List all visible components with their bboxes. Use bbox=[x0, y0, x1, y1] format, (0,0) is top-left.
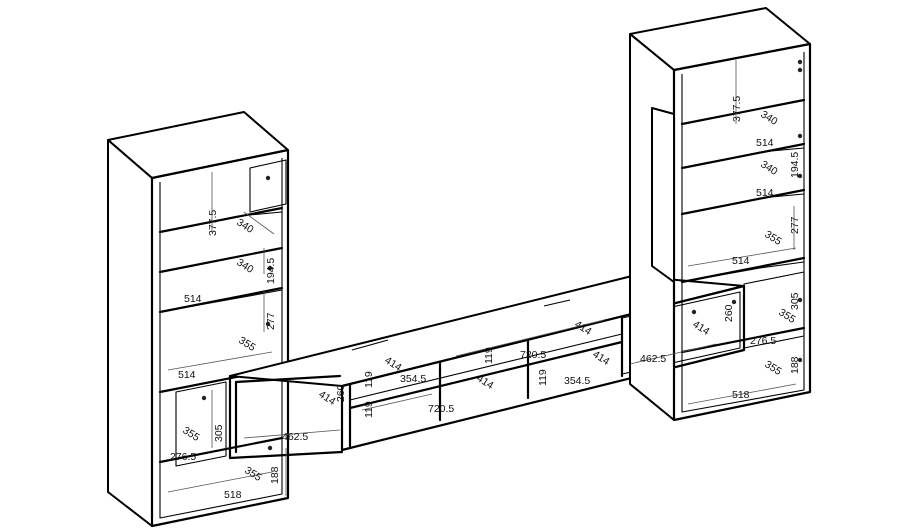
dim-label: 188 bbox=[789, 356, 801, 374]
tv-bench-right-door bbox=[621, 291, 741, 375]
tv-bench-mid-shelf bbox=[348, 340, 624, 410]
dimension-line bbox=[361, 393, 433, 411]
dim-label: 340 bbox=[758, 108, 779, 128]
dimension-line bbox=[455, 319, 605, 357]
hinge-icon bbox=[731, 299, 737, 305]
dimension-line bbox=[687, 383, 797, 405]
tv-bench-left-side bbox=[228, 374, 344, 460]
dimension-line bbox=[243, 429, 341, 439]
right-tower-shelf-depth bbox=[681, 193, 805, 215]
right-tower-lower-door bbox=[743, 271, 805, 349]
tv-bench bbox=[228, 275, 746, 460]
dimension-line bbox=[167, 351, 273, 371]
dim-label: 514 bbox=[184, 293, 202, 305]
hinge-icon bbox=[797, 59, 803, 65]
dim-label: 377.5 bbox=[731, 96, 743, 122]
hinge-icon bbox=[267, 445, 273, 451]
right-tower-shelf-depth bbox=[681, 147, 805, 169]
right-tower-front bbox=[672, 42, 812, 422]
hinge-icon bbox=[797, 357, 803, 363]
dim-label: 720.5 bbox=[520, 349, 546, 361]
left-tower-shelf-depth bbox=[159, 211, 283, 233]
dim-label: 276.5 bbox=[750, 335, 776, 347]
right-tower-shelf bbox=[680, 98, 806, 126]
hinge-icon bbox=[797, 67, 803, 73]
dim-label: 514 bbox=[756, 137, 774, 149]
dim-label: 414 bbox=[474, 372, 495, 392]
dim-label: 462.5 bbox=[282, 431, 308, 443]
dim-label: 377.5 bbox=[207, 210, 219, 236]
right-tower-open-door bbox=[651, 107, 675, 283]
left-tower-shelf bbox=[158, 246, 284, 274]
right-tower bbox=[629, 7, 812, 422]
hinge-icon bbox=[267, 265, 273, 271]
dimension-line bbox=[629, 343, 717, 365]
dim-label: 260 bbox=[723, 304, 735, 322]
dim-label: 514 bbox=[178, 369, 196, 381]
dim-label: 194.5 bbox=[265, 258, 277, 284]
dim-label: 305 bbox=[789, 292, 801, 310]
hinge-icon bbox=[691, 309, 697, 315]
dim-label: 355 bbox=[762, 358, 783, 378]
tv-bench-front bbox=[340, 284, 746, 452]
hinge-icon bbox=[201, 395, 207, 401]
dim-label: 119 bbox=[363, 371, 375, 388]
dim-label: 277 bbox=[789, 216, 801, 234]
dimension-line bbox=[687, 247, 797, 267]
hinge-icon bbox=[265, 175, 271, 181]
dim-label: 514 bbox=[732, 255, 750, 267]
dim-label: 188 bbox=[269, 466, 281, 484]
hinge-icon bbox=[797, 297, 803, 303]
dim-label: 514 bbox=[756, 187, 774, 199]
hinge-icon bbox=[797, 173, 803, 179]
dim-label: 414 bbox=[690, 318, 711, 338]
dimension-line bbox=[167, 471, 273, 493]
dim-label: 354.5 bbox=[400, 373, 426, 385]
dim-label: 119 bbox=[483, 347, 495, 364]
right-tower-inner bbox=[681, 52, 805, 413]
dim-label: 260 bbox=[335, 384, 347, 402]
dimension-leader bbox=[543, 299, 571, 307]
dim-label: 355 bbox=[236, 334, 257, 354]
hinge-icon bbox=[265, 321, 271, 327]
dimension-leader bbox=[351, 339, 389, 351]
right-tower-shelf-depth bbox=[681, 261, 805, 283]
dim-label: 340 bbox=[234, 256, 255, 276]
left-tower-inner bbox=[159, 158, 283, 519]
dim-label: 414 bbox=[590, 348, 611, 368]
left-tower-shelf-depth bbox=[159, 289, 283, 313]
dim-label: 119 bbox=[537, 369, 549, 386]
dim-label: 194.5 bbox=[789, 152, 801, 178]
dim-label: 119 bbox=[363, 401, 375, 418]
dim-label: 340 bbox=[234, 216, 255, 236]
dim-label: 305 bbox=[213, 424, 225, 442]
dimension-line bbox=[243, 211, 275, 235]
left-tower-shelf bbox=[158, 436, 284, 464]
dim-label: 355 bbox=[242, 464, 263, 484]
dim-label: 355 bbox=[762, 228, 783, 248]
dim-label: 340 bbox=[758, 158, 779, 178]
dim-label: 518 bbox=[732, 389, 750, 401]
dim-label: 518 bbox=[224, 489, 242, 501]
dim-label: 355 bbox=[180, 424, 201, 444]
tv-bench-inner-edge bbox=[234, 374, 342, 384]
dim-label: 720.5 bbox=[428, 403, 454, 415]
right-tower-shelf bbox=[680, 326, 806, 354]
dimension-lines bbox=[167, 60, 797, 496]
dim-label: 354.5 bbox=[564, 375, 590, 387]
dim-label: 276.5 bbox=[170, 451, 196, 463]
hinge-icon bbox=[797, 133, 803, 139]
left-tower bbox=[107, 111, 290, 528]
left-tower-front bbox=[150, 148, 290, 528]
tv-bench-mid-shelf-back bbox=[349, 333, 623, 401]
left-tower-lower-door bbox=[175, 381, 227, 467]
dimension-labels: 377.5 340 194.5 340 514 277 355 514 305 … bbox=[170, 96, 801, 501]
dim-label: 462.5 bbox=[640, 353, 666, 365]
dim-label: 277 bbox=[265, 312, 277, 330]
left-tower-door bbox=[249, 159, 287, 213]
left-tower-side bbox=[107, 139, 153, 527]
